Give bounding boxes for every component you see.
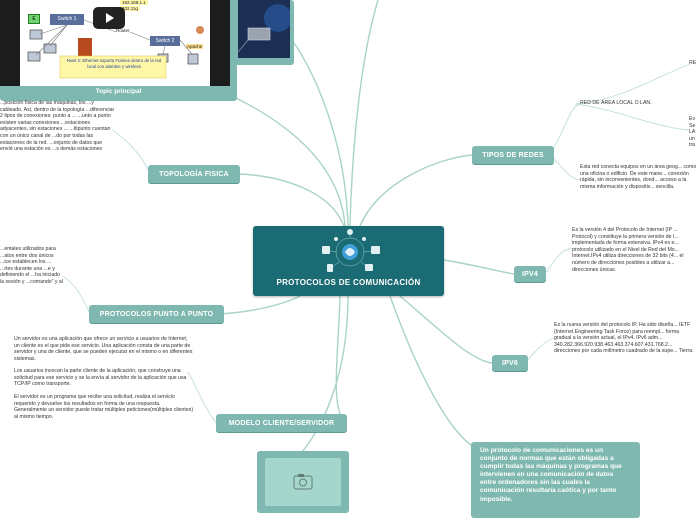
topic-ipv6[interactable]: IPV6 [492, 355, 528, 371]
topic-protocolos-punto-a-punto[interactable]: PROTOCOLOS PUNTO A PUNTO [89, 305, 224, 323]
note-red-right-mid: Ev Se LA un tra [689, 116, 696, 149]
note-topologia: ...posición física de las máquinas, los … [0, 100, 115, 153]
network-device-icon [237, 4, 292, 53]
note-red-area-local: RED DE ÁREA LOCAL O LAN. [580, 100, 652, 106]
computer-icons [27, 19, 204, 79]
topic-topologia-fisica[interactable]: TOPOLOGÍA FISICA [148, 165, 240, 183]
network-image-card[interactable] [232, 0, 294, 65]
topic-tipos-de-redes[interactable]: TIPOS DE REDES [472, 146, 554, 164]
apache-label: Apache [186, 44, 204, 49]
ip-label-2: 202.11g [120, 6, 140, 11]
camera-icon [293, 474, 313, 490]
main-topic-label: Topic principal [95, 88, 142, 95]
ip-label: 192.168.1.1 [120, 0, 148, 5]
switch2-box: Switch 2 [150, 36, 180, 46]
note-ipv6-descripcion: Es la nueva versión del protocolo IP. Ha… [554, 322, 694, 355]
note-cliente-servidor-2: Los usuarios invocan la parte cliente de… [14, 368, 187, 388]
router-label: Router [116, 28, 130, 33]
note-cliente-servidor-3: El servidor es un programa que recibe un… [14, 394, 194, 420]
note-red-right-top: RE [689, 60, 697, 66]
switch1-box: Switch 1 [50, 14, 84, 25]
topic-ipv4[interactable]: IPV4 [514, 266, 546, 282]
image-placeholder-frame [265, 458, 341, 506]
note-punto-a-punto: ...entales utilizados para ...atos entre… [0, 246, 63, 285]
topic-modelo-cliente-servidor[interactable]: MODELO CLIENTE/SERVIDOR [216, 414, 347, 432]
note-red-descripcion: Esta red conecta equipos en un área geog… [580, 164, 697, 190]
network-globe-icon [322, 229, 380, 272]
network-photo [237, 0, 292, 58]
play-button[interactable] [93, 7, 125, 29]
play-icon [106, 13, 114, 23]
image-placeholder-card[interactable] [257, 451, 349, 513]
central-topic[interactable]: PROTOCOLOS DE COMUNICACIÓN [253, 226, 444, 296]
network-video-thumbnail[interactable]: Switch 1 Switch 2 Router Apache 192.168.… [0, 0, 230, 86]
video-caption: Nivel 2: Ethernet soporta Frames dentro … [66, 58, 162, 69]
definition-callout[interactable]: Un protocolo de comunicaciones es un con… [471, 442, 640, 518]
note-cliente-servidor-1: Un servidor es una aplicación que ofrece… [14, 336, 193, 362]
e-badge: E [28, 14, 40, 24]
central-topic-title: PROTOCOLOS DE COMUNICACIÓN [276, 278, 421, 287]
note-ipv4-descripcion: Es la versión 4 del Protocolo de Interne… [572, 227, 684, 273]
